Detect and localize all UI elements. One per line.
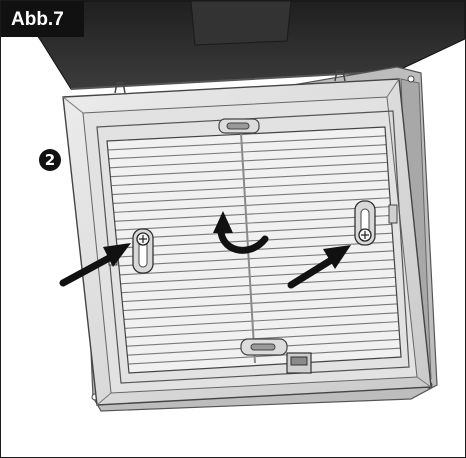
louvre-slat-line xyxy=(123,303,398,321)
figure-label: Abb.7 xyxy=(1,1,84,37)
louvre-slat-line xyxy=(112,188,390,205)
louvre-slat-line xyxy=(128,347,401,365)
louvre-slat-line xyxy=(122,285,397,303)
louvre-slat-line xyxy=(123,294,397,312)
louvre-slat-line xyxy=(118,250,394,267)
hinge-clips xyxy=(114,70,346,94)
louvre-slat-line xyxy=(116,223,392,240)
right-screw-slot xyxy=(354,200,376,246)
right-side-clip xyxy=(388,204,398,224)
louvre-slat-line xyxy=(108,144,387,160)
louvre-slat-line xyxy=(113,197,390,213)
louvre-slat-line xyxy=(109,152,387,169)
louvre-slat-line xyxy=(115,214,392,231)
louvre-slat-line xyxy=(125,321,399,338)
louvre-slat-line xyxy=(110,161,388,178)
louvre-slat-line xyxy=(117,232,393,249)
bottom-release-tab xyxy=(240,338,288,356)
top-release-tab xyxy=(218,118,260,134)
left-pointer-arrow-icon xyxy=(59,243,131,287)
bottom-latch xyxy=(286,352,312,374)
louvre-slat-line xyxy=(112,179,389,196)
louvre-slat-line xyxy=(124,312,398,329)
dark-cover-lid xyxy=(12,1,465,90)
louvre-slat-line xyxy=(114,206,391,222)
rotate-arrow-icon xyxy=(213,211,269,254)
louvre-slat-line xyxy=(126,329,400,347)
step-marker: 2 xyxy=(39,149,61,171)
left-screw-slot xyxy=(132,228,154,274)
louvre-slat-line xyxy=(121,276,396,294)
louvre-slat-line xyxy=(107,135,386,151)
louvre-slat-line xyxy=(120,267,395,285)
right-pointer-arrow-icon xyxy=(287,245,351,289)
louvre-slat-line xyxy=(119,259,395,276)
louvre-slat-line xyxy=(111,170,389,187)
